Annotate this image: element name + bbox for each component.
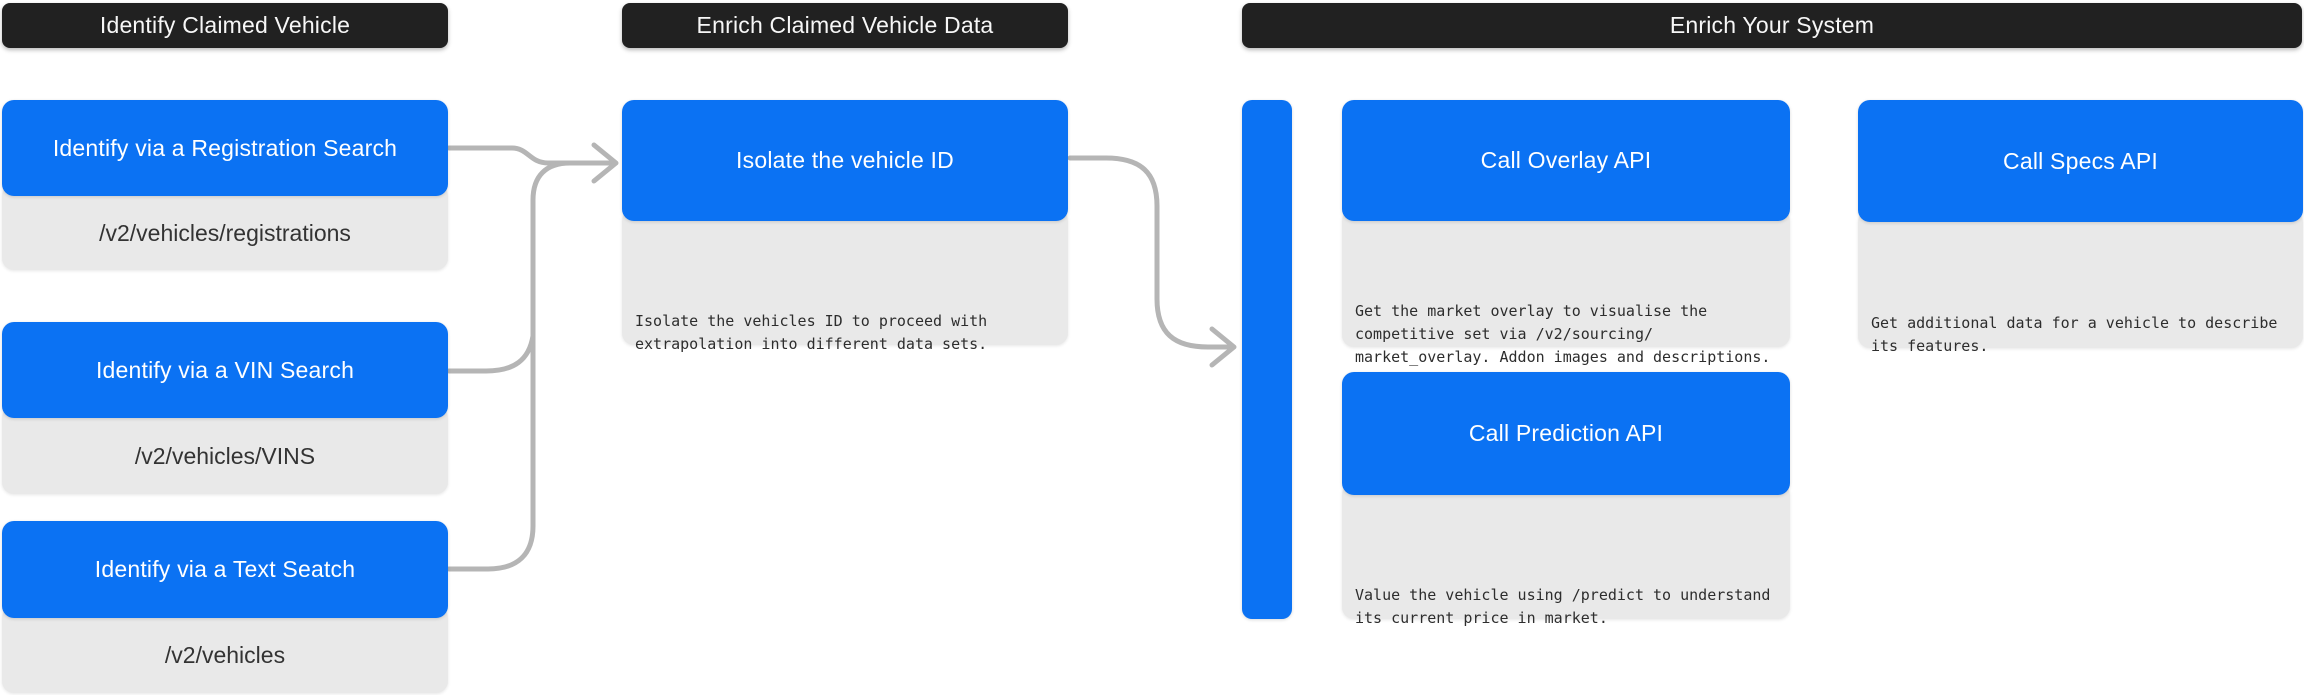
node-description-panel: Isolate the vehicles ID to proceed with … (622, 209, 1068, 353)
connector-isolate-to-merge-bar (1067, 155, 1231, 350)
node-title-button[interactable]: Isolate the vehicle ID (622, 100, 1068, 221)
node-call-prediction-api: Value the vehicle using /predict to unde… (1342, 372, 1790, 627)
node-isolate-vehicle-id: Isolate the vehicles ID to proceed with … (622, 100, 1068, 353)
node-endpoint-panel: /v2/vehicles/VINS (2, 406, 448, 494)
node-endpoint: /v2/vehicles (164, 642, 286, 668)
node-description: Get additional data for a vehicle to des… (1871, 314, 2295, 355)
description-line: competitive set via /v2/sourcing/ (1355, 324, 1654, 343)
node-description-panel: Value the vehicle using /predict to unde… (1342, 483, 1790, 627)
description-line: Get the market overlay to visualise the (1355, 301, 1708, 320)
description-line: Isolate the vehicles ID to proceed with (635, 312, 988, 330)
node-title: Call Prediction API (1468, 420, 1664, 446)
section-title: Enrich Claimed Vehicle Data (696, 12, 994, 38)
node-endpoint-panel: /v2/vehicles/registrations (2, 184, 448, 270)
merge-bar (1242, 100, 1292, 619)
description-line: Get additional data for a vehicle to des… (1871, 314, 2278, 332)
connector-branch-vin (446, 333, 536, 374)
node-title-button[interactable]: Identify via a Registration Search (2, 100, 448, 196)
section-header-enrich-claimed-vehicle-data: Enrich Claimed Vehicle Data (622, 3, 1068, 48)
node-title: Identify via a Text Seatch (94, 556, 356, 582)
section-title: Identify Claimed Vehicle (99, 12, 351, 38)
node-title-button[interactable]: Call Overlay API (1342, 100, 1790, 221)
node-title: Isolate the vehicle ID (736, 147, 954, 173)
description-line: its current price in market. (1355, 609, 1608, 627)
section-title: Enrich Your System (1669, 12, 1875, 38)
node-endpoint: /v2/vehicles/VINS (134, 442, 316, 469)
node-title-button[interactable]: Identify via a VIN Search (2, 322, 448, 418)
node-endpoint: /v2/vehicles/registrations (99, 219, 351, 246)
node-title-button[interactable]: Call Specs API (1858, 100, 2303, 222)
description-line: market_overlay. Addon images and descrip… (1355, 347, 1771, 366)
arrowhead-merge-bar (1209, 326, 1237, 368)
node-title: Call Overlay API (1480, 147, 1652, 173)
description-line: its features. (1871, 337, 1989, 355)
node-title: Identify via a Registration Search (52, 134, 398, 161)
node-description: Get the market overlay to visualise the … (1355, 302, 1782, 366)
node-description-panel: Get additional data for a vehicle to des… (1858, 210, 2303, 355)
node-text-search: /v2/vehicles Identify via a Text Seatch (2, 521, 448, 693)
node-description-panel: Get the market overlay to visualise the … (1342, 209, 1790, 366)
connector-trunk-text-search (446, 160, 613, 572)
description-line: extrapolation into different data sets. (635, 335, 988, 353)
node-title: Call Specs API (2003, 147, 2158, 174)
section-header-identify-claimed-vehicle: Identify Claimed Vehicle (2, 3, 448, 48)
connector-registration-to-isolate (446, 145, 613, 166)
node-call-specs-api: Get additional data for a vehicle to des… (1858, 100, 2303, 355)
node-title-button[interactable]: Call Prediction API (1342, 372, 1790, 495)
node-registration-search: /v2/vehicles/registrations Identify via … (2, 100, 448, 270)
description-line: Value the vehicle using /predict to unde… (1355, 586, 1771, 604)
node-description: Isolate the vehicles ID to proceed with … (635, 312, 1060, 353)
node-call-overlay-api: Get the market overlay to visualise the … (1342, 100, 1790, 366)
node-description: Value the vehicle using /predict to unde… (1355, 586, 1782, 627)
node-vin-search: /v2/vehicles/VINS Identify via a VIN Sea… (2, 322, 448, 494)
section-header-enrich-your-system: Enrich Your System (1242, 3, 2302, 48)
node-title-button[interactable]: Identify via a Text Seatch (2, 521, 448, 618)
arrowhead-isolate (591, 142, 619, 184)
node-endpoint-panel: /v2/vehicles (2, 606, 448, 693)
node-title: Identify via a VIN Search (95, 356, 355, 383)
